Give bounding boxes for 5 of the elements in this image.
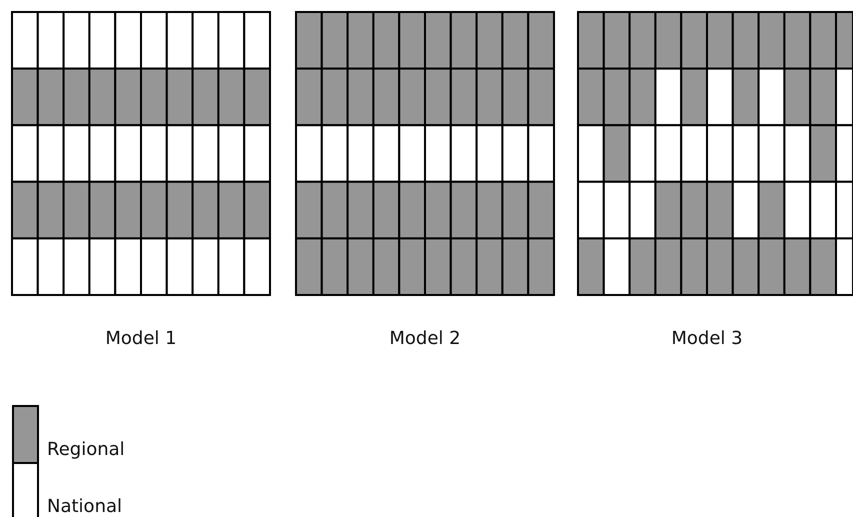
grid-caption: Model 1 [105,328,177,349]
legend-label: National [47,496,122,517]
grid-caption: Model 3 [671,328,743,349]
legend-label: Regional [47,439,125,460]
grid-caption: Model 2 [389,328,461,349]
